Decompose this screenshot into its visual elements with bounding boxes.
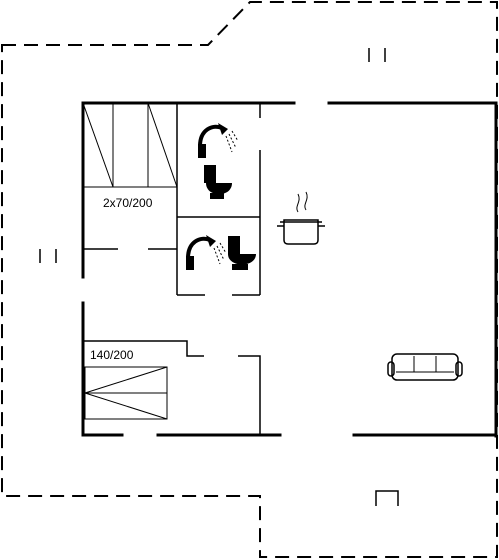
entrance-mark	[375, 490, 399, 506]
bunk-room-label: 2x70/200	[103, 196, 153, 210]
interior-walls	[83, 103, 261, 435]
cooking-pot-icon	[277, 191, 325, 245]
double-bed	[84, 366, 168, 420]
terrace-mark-top	[368, 48, 386, 62]
shower-icon	[186, 235, 227, 270]
sofa-icon	[387, 353, 463, 381]
toilet-icon	[204, 165, 232, 199]
double-room-label: 140/200	[90, 348, 134, 362]
exterior-walls	[81, 101, 498, 438]
shower-icon	[198, 123, 239, 158]
bunk-bed	[82, 102, 178, 188]
terrace-mark-left	[39, 249, 57, 263]
toilet-icon	[228, 236, 256, 270]
